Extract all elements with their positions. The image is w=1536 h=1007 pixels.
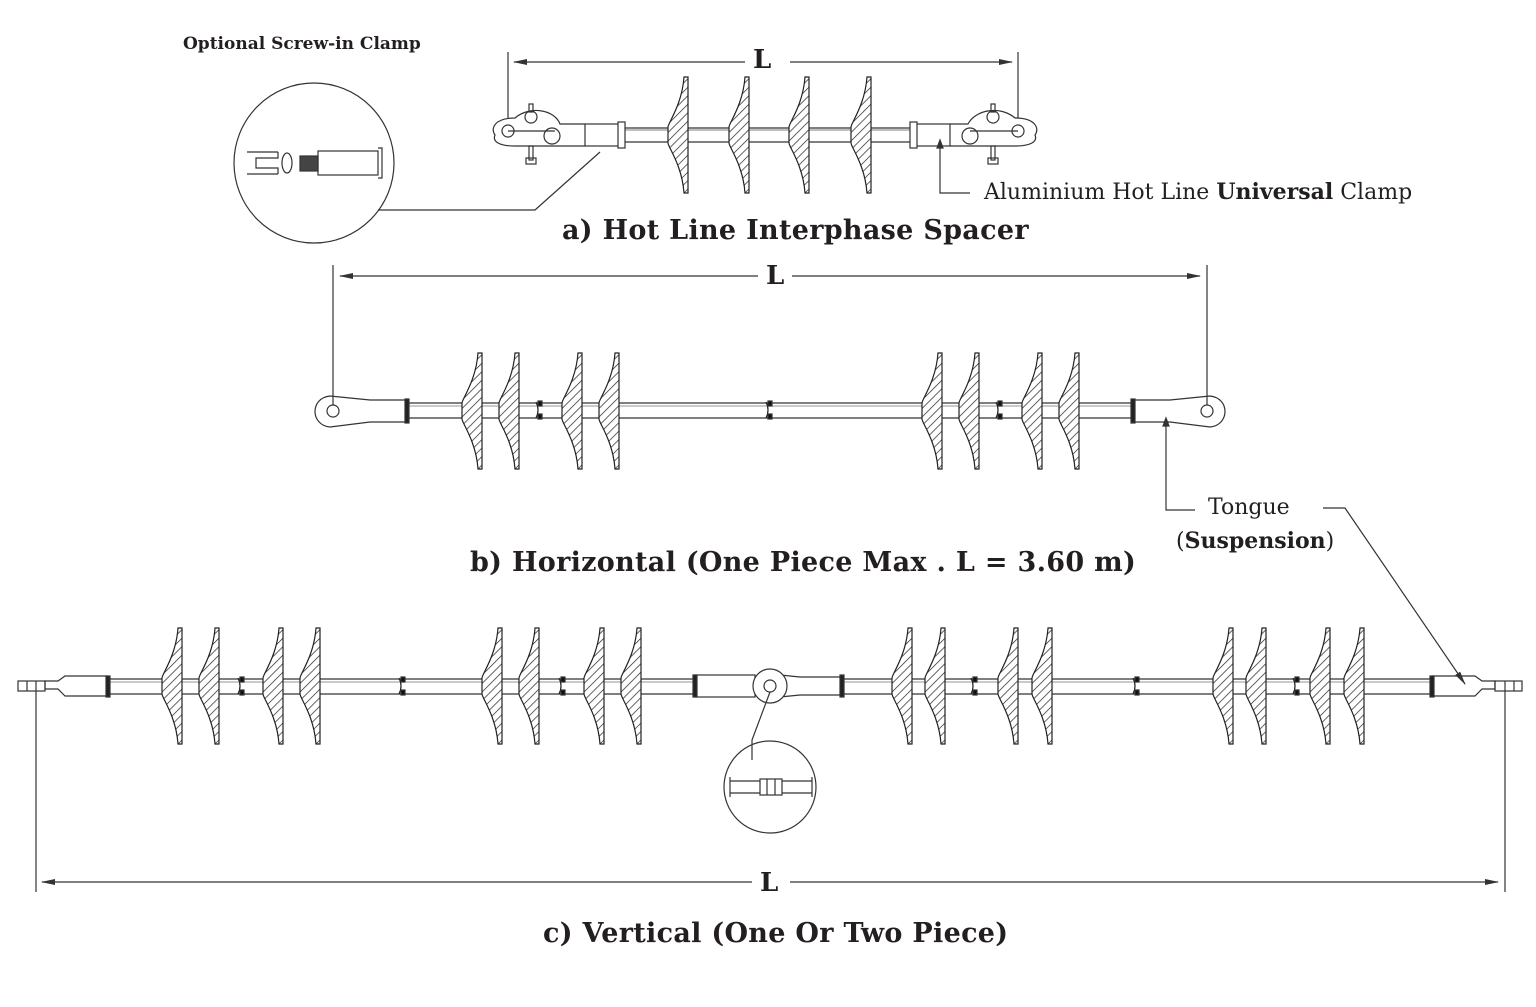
title-section-b: b) Horizontal (One Piece Max . L = 3.60 … <box>470 547 1137 578</box>
inset-title-screw-in-clamp: Optional Screw-in Clamp <box>183 34 421 54</box>
title-section-c: c) Vertical (One Or Two Piece) <box>543 918 1009 949</box>
dimension-label-a: L <box>745 47 780 73</box>
callout-universal-clamp: Aluminium Hot Line Universal Clamp <box>984 179 1413 205</box>
diagram-c-vertical <box>17 668 1523 892</box>
dimension-label-b: L <box>758 263 793 289</box>
diagram-b-horizontal <box>314 265 1466 685</box>
title-section-a: a) Hot Line Interphase Spacer <box>562 215 1029 246</box>
dimension-label-c: L <box>752 870 787 896</box>
callout-suspension: (Suspension) <box>1176 528 1335 554</box>
callout-tongue: Tongue <box>1208 495 1290 520</box>
